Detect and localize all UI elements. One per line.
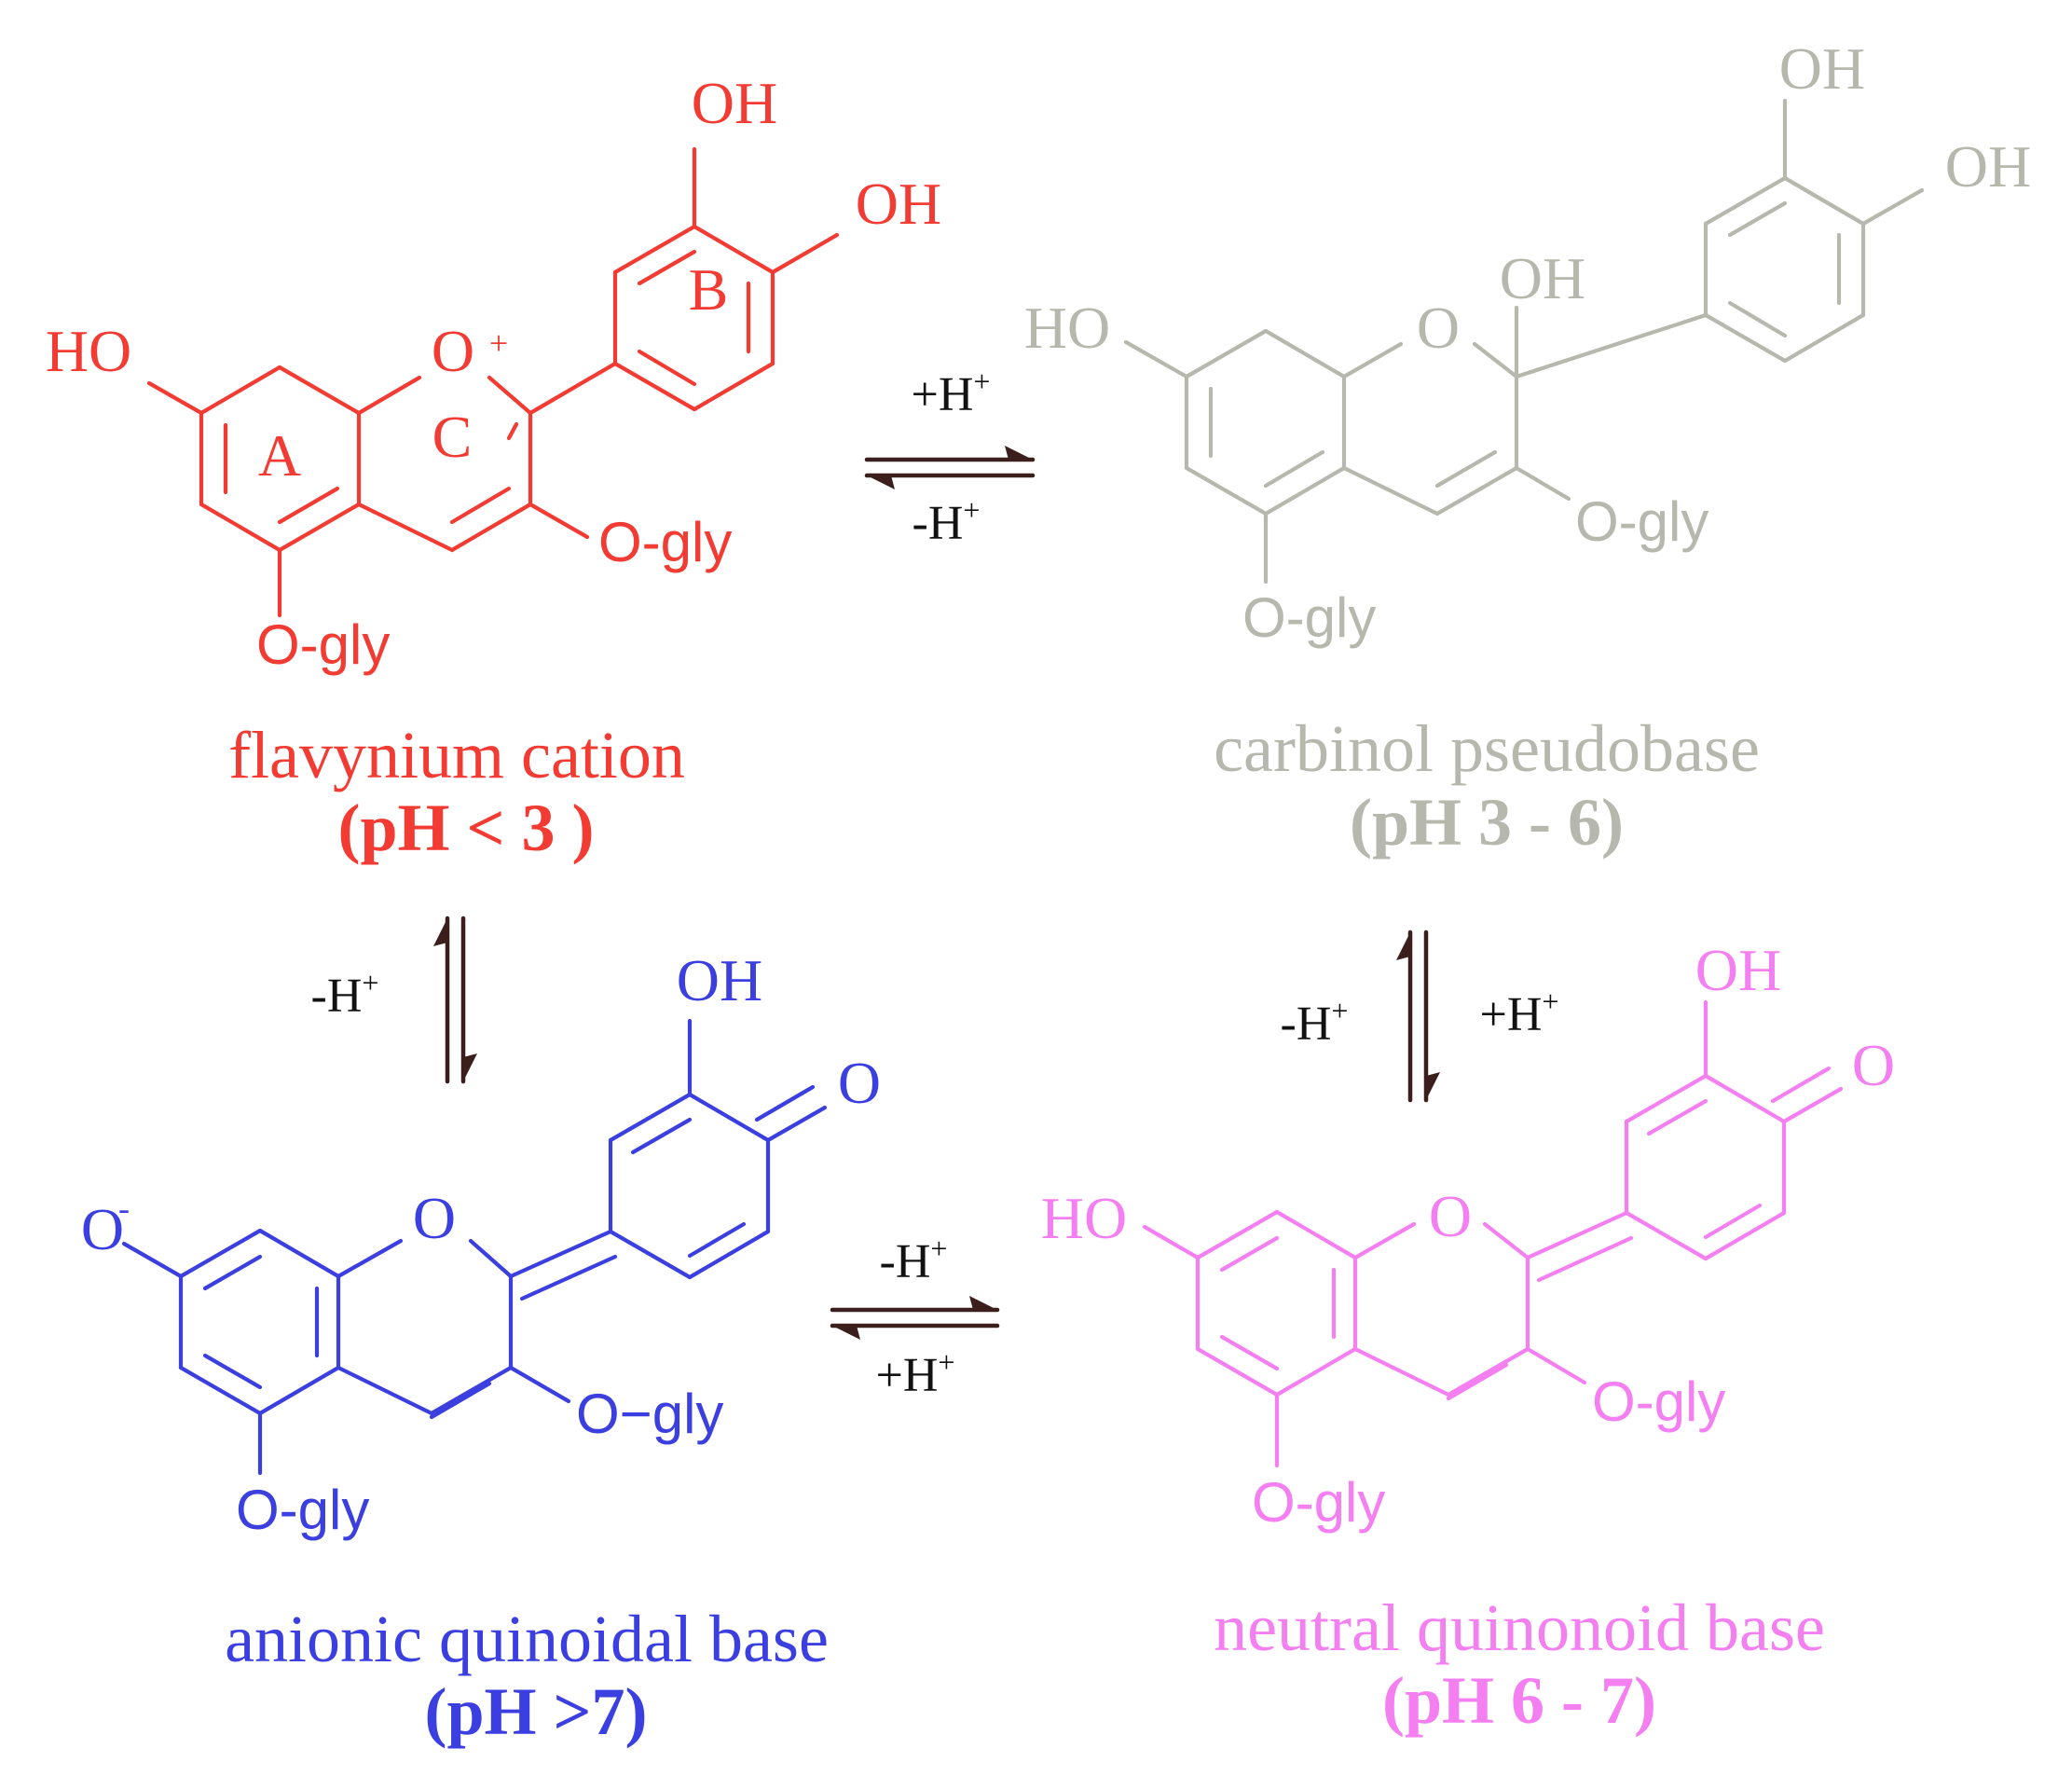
neutral-name: neutral quinonoid base bbox=[1214, 1590, 1825, 1665]
ring-a-label: A bbox=[258, 422, 301, 489]
equilibrium-arrow-bottom bbox=[830, 1296, 1000, 1340]
carbinol-c2-oh-label: OH bbox=[1500, 245, 1585, 311]
left-arrow-label: -H+ bbox=[311, 966, 379, 1023]
anionic-c3-oglycoside: O−gly bbox=[576, 1383, 723, 1445]
carbinol-bonds bbox=[1123, 98, 1925, 585]
flavylium-positive-charge: + bbox=[489, 324, 508, 362]
neutral-c5-oglycoside: O-gly bbox=[1252, 1471, 1385, 1534]
flavylium-cation-structure: OH OH HO O + A B C O-gly O-gly flavynium… bbox=[46, 70, 941, 865]
anionic-c5-oglycoside: O-gly bbox=[236, 1479, 369, 1541]
carbinol-name: carbinol pseudobase bbox=[1214, 711, 1760, 786]
carbinol-oh-right-label: OH bbox=[1945, 133, 2031, 200]
anionic-bonds bbox=[121, 1018, 828, 1476]
ring-b-label: B bbox=[689, 256, 729, 323]
neutral-keto-oxygen: O bbox=[1852, 1032, 1895, 1098]
anionic-oh-label: OH bbox=[677, 947, 762, 1013]
neutral-oh-label: OH bbox=[1695, 937, 1781, 1003]
anionic-quinoidal-base-structure: O - O OH O O−gly O-gly anionic quinoidal… bbox=[81, 947, 881, 1749]
ring-c-label: C bbox=[432, 404, 473, 470]
top-arrow-forward-label: +H+ bbox=[912, 365, 991, 421]
neutral-c3-oglycoside: O-gly bbox=[1592, 1370, 1725, 1433]
equilibrium-arrow-left bbox=[433, 916, 477, 1084]
anionic-name: anionic quinoidal base bbox=[225, 1602, 829, 1676]
equilibrium-arrow-right bbox=[1396, 929, 1440, 1103]
neutral-quinonoid-base-structure: HO O OH O O-gly O-gly neutral quinonoid … bbox=[1041, 937, 1895, 1738]
bottom-arrow-forward-label: -H+ bbox=[880, 1232, 948, 1288]
right-arrow-right-label: +H+ bbox=[1480, 984, 1559, 1041]
neutral-ring-oxygen: O bbox=[1429, 1183, 1472, 1249]
carbinol-ho-label: HO bbox=[1024, 295, 1110, 361]
flavylium-name: flavynium cation bbox=[228, 718, 685, 792]
bottom-arrow-reverse-label: +H+ bbox=[876, 1345, 955, 1402]
flavylium-ho-label: HO bbox=[46, 318, 131, 384]
flavylium-oh-right-label: OH bbox=[856, 171, 941, 237]
anionic-keto-oxygen: O bbox=[838, 1050, 881, 1116]
flavylium-oh-top-label: OH bbox=[692, 70, 777, 136]
right-arrow-left-label: -H+ bbox=[1281, 994, 1349, 1051]
top-arrow-reverse-label: -H+ bbox=[913, 493, 981, 550]
flavylium-ph-range: (pH < 3 ) bbox=[337, 791, 594, 865]
neutral-ho-label: HO bbox=[1041, 1185, 1127, 1251]
anionic-ph-range: (pH >7) bbox=[424, 1674, 647, 1749]
carbinol-ph-range: (pH 3 - 6) bbox=[1350, 785, 1624, 860]
carbinol-oh-top-label: OH bbox=[1779, 35, 1865, 102]
flavylium-c3-oglycoside: O-gly bbox=[598, 511, 732, 573]
flavylium-ring-oxygen: O bbox=[432, 318, 474, 384]
equilibrium-arrow-top bbox=[864, 446, 1036, 489]
carbinol-c3-oglycoside: O-gly bbox=[1575, 490, 1708, 553]
flavylium-bonds bbox=[146, 146, 840, 618]
carbinol-c5-oglycoside: O-gly bbox=[1242, 586, 1376, 649]
anionic-negative-charge: - bbox=[118, 1190, 130, 1227]
neutral-bonds bbox=[1142, 999, 1844, 1468]
anionic-ring-oxygen: O bbox=[413, 1185, 456, 1251]
neutral-ph-range: (pH 6 - 7) bbox=[1382, 1663, 1656, 1738]
carbinol-pseudobase-structure: OH OH OH HO O O-gly O-gly carbinol pseud… bbox=[1024, 35, 2031, 860]
flavylium-c5-oglycoside: O-gly bbox=[256, 613, 390, 676]
carbinol-ring-oxygen: O bbox=[1417, 295, 1460, 361]
anionic-phenoxide-oxygen: O bbox=[81, 1196, 124, 1262]
